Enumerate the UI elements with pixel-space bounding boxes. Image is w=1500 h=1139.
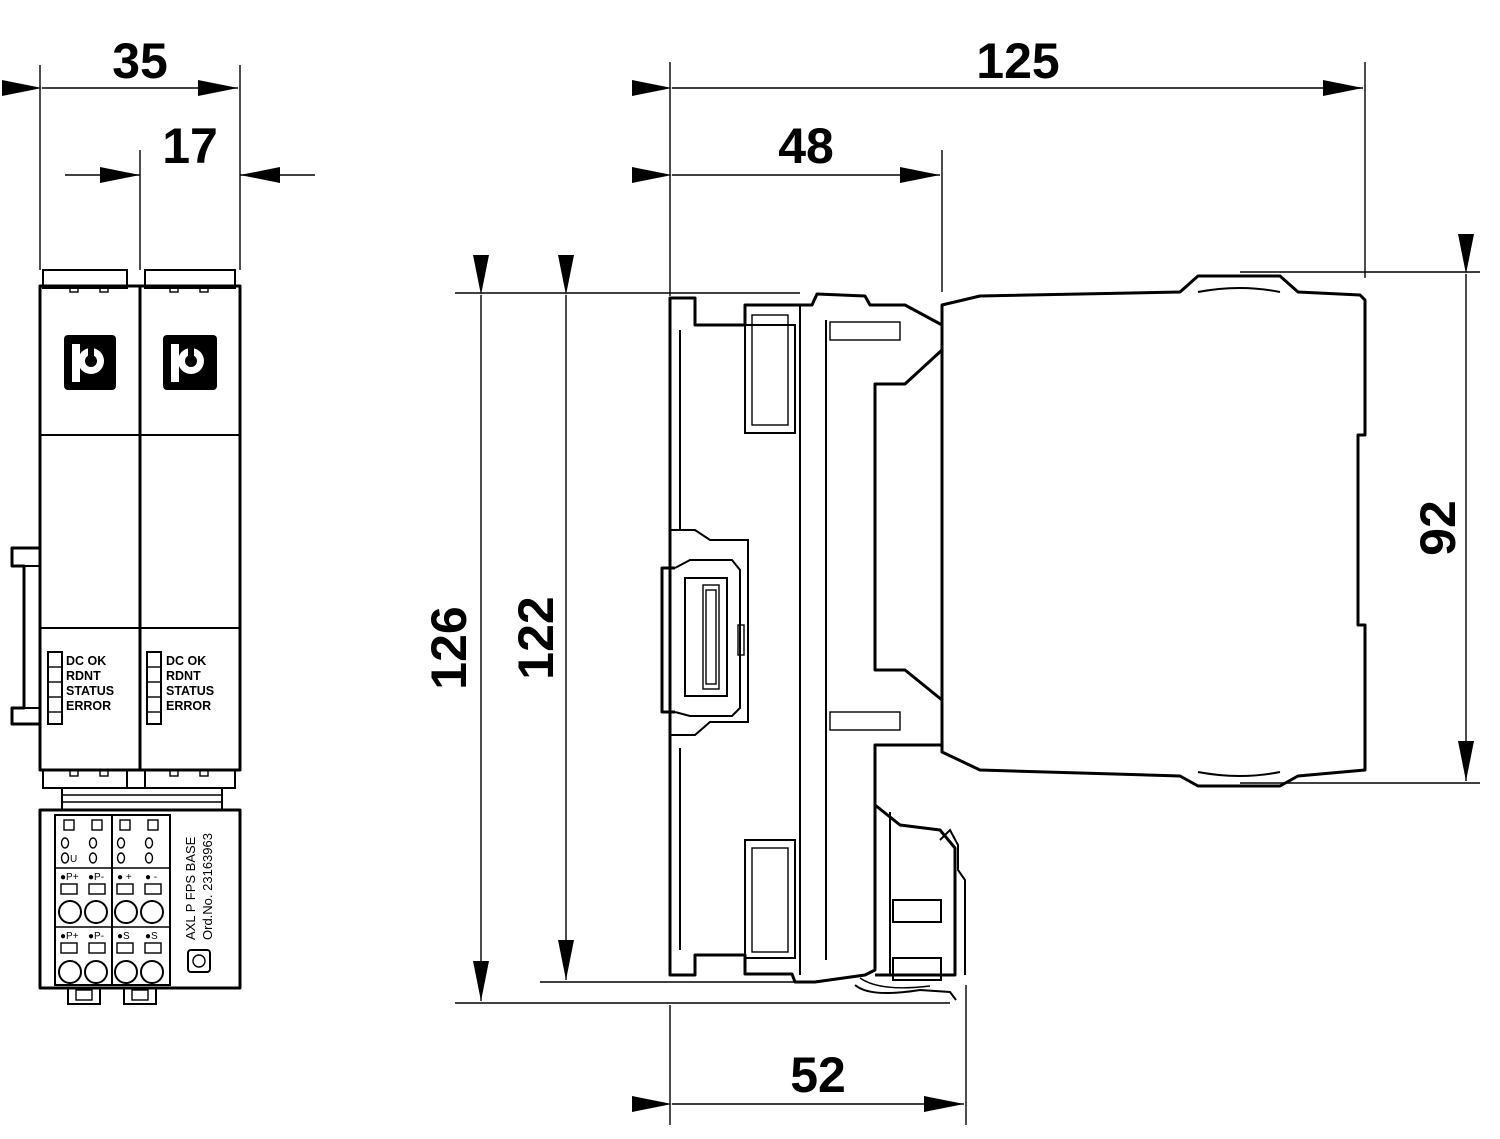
logo-icon <box>64 335 116 390</box>
terminal-label-s: ●S <box>145 931 158 942</box>
dimension-depth: 125 <box>632 33 1363 96</box>
din-rail <box>660 559 745 717</box>
led-label-rdnt: RDNT <box>66 669 101 683</box>
screw-terminal <box>114 900 138 924</box>
bottom-foot <box>67 987 101 1005</box>
terminal-label-p-minus: ●P- <box>88 872 104 883</box>
screw-terminal <box>140 960 164 984</box>
top-clip-left <box>42 269 128 289</box>
led-label-status: STATUS <box>166 684 214 698</box>
screw-terminal <box>84 900 108 924</box>
module-profile <box>940 274 1367 788</box>
top-clip-right <box>144 269 236 289</box>
logo-icon <box>187 949 211 973</box>
dimension-height-inner: 122 <box>508 255 574 980</box>
screw-terminal <box>58 960 82 984</box>
dimension-front-module-width: 17 <box>65 118 315 270</box>
dim-label-35: 35 <box>112 33 168 89</box>
terminal-label-plus: ● + <box>117 872 132 883</box>
screw-terminal <box>140 900 164 924</box>
dim-label-125: 125 <box>976 33 1059 89</box>
terminal-label-minus: ● - <box>145 872 157 883</box>
dimension-height-outer: 126 <box>421 255 489 1001</box>
base-label-model: AXL P FPS BASE <box>183 836 198 940</box>
led-label-dc-ok: DC OK <box>66 654 106 668</box>
bottom-foot <box>123 987 157 1005</box>
base-profile <box>668 292 944 984</box>
terminal-label-s: ●S <box>117 931 130 942</box>
led-label-error: ERROR <box>166 699 211 713</box>
bottom-connector <box>854 803 966 1001</box>
dimension-front-width: 35 <box>2 33 241 270</box>
led-label-error: ERROR <box>66 699 111 713</box>
din-rail-clip <box>10 546 40 726</box>
screw-terminal <box>84 960 108 984</box>
bottom-clip-right <box>144 769 236 789</box>
bottom-clip-left <box>42 769 128 789</box>
dim-label-52: 52 <box>790 1047 846 1103</box>
test-points: U <box>60 837 154 865</box>
terminal-label-p-minus: ●P- <box>88 931 104 942</box>
dim-label-126: 126 <box>421 606 477 689</box>
logo-icon <box>163 335 217 390</box>
dim-label-122: 122 <box>508 596 564 679</box>
led-panel-module-2: DC OK RDNT STATUS ERROR <box>146 651 214 725</box>
dim-label-17: 17 <box>162 118 218 174</box>
led-label-dc-ok: DC OK <box>166 654 206 668</box>
led-panel-module-1: DC OK RDNT STATUS ERROR <box>47 651 114 725</box>
base-label-order-number: Ord.No. 23163963 <box>200 833 215 940</box>
terminal-label-u: U <box>70 854 77 865</box>
dimension-front-depth: 48 <box>632 118 940 183</box>
led-label-rdnt: RDNT <box>166 669 201 683</box>
dimension-height-right: 92 <box>1410 234 1474 781</box>
dimension-bottom-depth: 52 <box>632 1047 964 1112</box>
dim-label-48: 48 <box>778 118 834 174</box>
terminal-label-p-plus: ●P+ <box>60 872 79 883</box>
front-view: 35 17 <box>2 33 315 1005</box>
dim-label-92: 92 <box>1410 500 1466 556</box>
screw-terminal <box>58 900 82 924</box>
side-view: 125 48 126 122 92 52 <box>421 33 1480 1125</box>
screw-terminal <box>114 960 138 984</box>
terminal-label-p-plus: ●P+ <box>60 931 79 942</box>
led-label-status: STATUS <box>66 684 114 698</box>
